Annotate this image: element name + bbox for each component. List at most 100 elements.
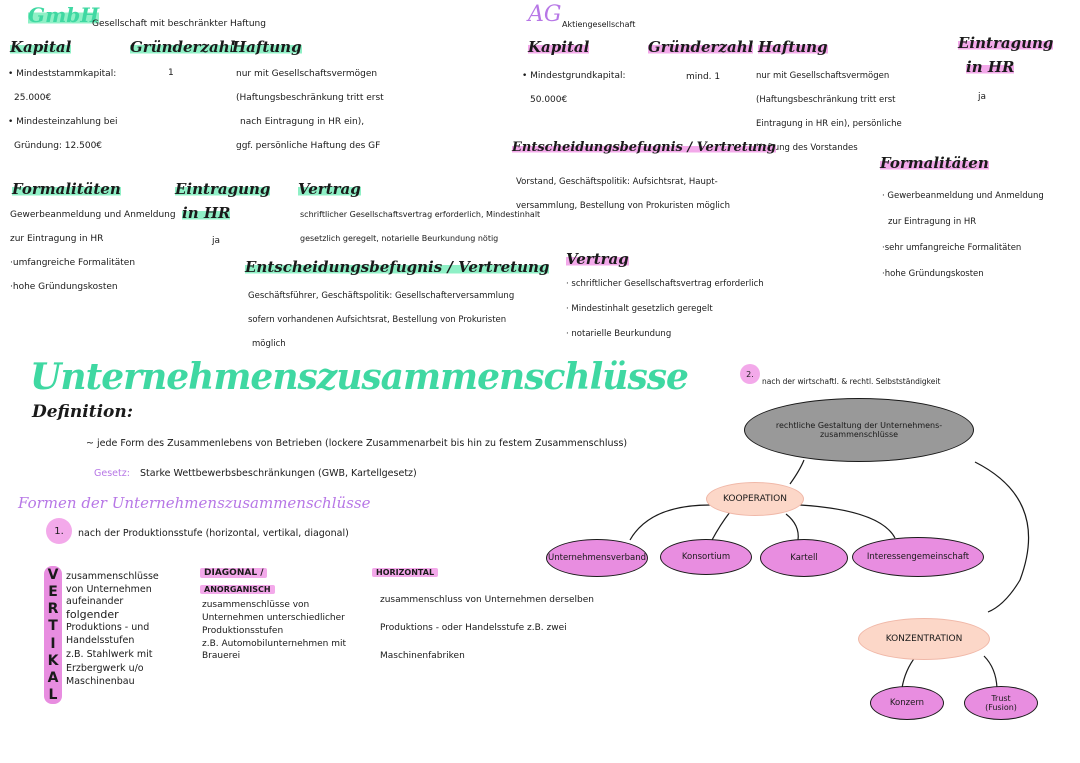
ag-kapital-text: • Mindestgrundkapital: 50.000€: [522, 64, 626, 112]
ag-haftung-heading: Haftung: [758, 38, 828, 56]
trust-node: Trust (Fusion): [964, 686, 1038, 720]
text-line: sofern vorhandenen Aufsichtsrat, Bestell…: [248, 315, 507, 325]
text-line: Handelsstufen: [66, 635, 135, 646]
vertikal-text: zusammenschlüsse von Unternehmen aufeina…: [66, 570, 159, 688]
ag-vertrag-heading: Vertrag: [566, 250, 629, 268]
text-line: Unternehmen unterschiedlicher: [202, 613, 345, 623]
text-line: nach Eintragung in HR ein),: [240, 117, 365, 127]
text-line: (Haftungsbeschränkung tritt erst: [756, 95, 896, 105]
ag-formal-text: · Gewerbeanmeldung und Anmeldung zur Ein…: [882, 183, 1044, 287]
ag-entscheidung-text: Vorstand, Geschäftspolitik: Aufsichtsrat…: [516, 170, 730, 218]
text-line: Haftung des Vorstandes: [756, 143, 858, 153]
ag-eintragung-value: ja: [978, 92, 987, 102]
text-line: Produktions - und: [66, 622, 150, 633]
text-line: zusammenschlüsse von: [202, 600, 310, 610]
text-line: ·umfangreiche Formalitäten: [10, 258, 136, 268]
text-line: ·sehr umfangreiche Formalitäten: [882, 243, 1022, 253]
horizontal-text: zusammenschluss von Unternehmen derselbe…: [380, 586, 594, 670]
text-line: ggf. persönliche Haftung des GF: [236, 141, 381, 151]
text-line: nur mit Gesellschaftsvermögen: [236, 69, 378, 79]
text-line: nur mit Gesellschaftsvermögen: [756, 71, 890, 81]
gmbh-entscheidung-heading: Entscheidungsbefugnis / Vertretung: [245, 258, 550, 276]
vertikal-letter: R: [47, 601, 59, 618]
text-line: Produktions - oder Handelsstufe z.B. zwe…: [380, 623, 567, 633]
ag-formal-heading: Formalitäten: [880, 154, 989, 172]
text-line: Erzbergwerk u/o: [66, 663, 144, 674]
text-line: Eintragung in HR ein), persönliche: [756, 119, 902, 129]
text-line: Gewerbeanmeldung und Anmeldung: [10, 210, 176, 220]
stufe-text: nach der Produktionsstufe (horizontal, v…: [78, 528, 349, 539]
text-line: folgender: [66, 608, 119, 621]
text-line: • Mindestgrundkapital:: [522, 71, 626, 81]
text-line: 50.000€: [530, 95, 568, 105]
gmbh-eintragung-heading-2: in HR: [182, 204, 231, 222]
ag-kapital-heading: Kapital: [528, 38, 590, 56]
interessengemeinschaft-node: Interessengemeinschaft: [852, 537, 984, 577]
ag-entscheidung-heading: Entscheidungsbefugnis / Vertretung: [512, 140, 776, 155]
text-line: · Gewerbeanmeldung und Anmeldung: [882, 191, 1044, 201]
text-line: von Unternehmen: [66, 584, 152, 595]
diagonal-heading-1: DIAGONAL /: [200, 568, 268, 578]
konzentration-node: KONZENTRATION: [858, 618, 990, 660]
gmbh-gruenderzahl-heading: Gründerzahl: [130, 38, 236, 56]
gmbh-vertrag-text: schriftlicher Gesellschaftsvertrag erfor…: [300, 203, 540, 251]
diagram-subtitle: nach der wirtschaftl. & rechtl. Selbstst…: [762, 377, 941, 386]
text-line: z.B. Stahlwerk mit: [66, 649, 153, 660]
gmbh-gruenderzahl-value: 1: [168, 68, 174, 78]
text-line: gesetzlich geregelt, notarielle Beurkund…: [300, 234, 499, 243]
gmbh-eintragung-value: ja: [212, 236, 221, 246]
unternehmensverband-node: Unternehmensverband: [546, 539, 648, 577]
ag-eintragung-heading-1: Eintragung: [958, 34, 1054, 52]
gmbh-kapital-heading: Kapital: [10, 38, 72, 56]
text-line: · notarielle Beurkundung: [566, 329, 672, 339]
ag-eintragung-heading-2: in HR: [966, 58, 1015, 76]
number-badge-2: 2.: [740, 364, 760, 384]
text-line: versammlung, Bestellung von Prokuristen …: [516, 201, 730, 211]
vertikal-letter: T: [48, 618, 58, 635]
ag-haftung-text: nur mit Gesellschaftsvermögen (Haftungsb…: [756, 64, 902, 160]
text-line: zur Eintragung in HR: [10, 234, 104, 244]
vertikal-letter: A: [47, 670, 59, 687]
kartell-node: Kartell: [760, 539, 848, 577]
vertikal-letter: E: [48, 583, 58, 600]
number-badge-1: 1.: [46, 518, 72, 544]
horizontal-heading: HORIZONTAL: [372, 568, 439, 577]
gmbh-entscheidung-text: Geschäftsführer, Geschäftspolitik: Gesel…: [248, 284, 514, 356]
vertikal-letter: L: [48, 687, 58, 704]
text-line: Brauerei: [202, 651, 241, 661]
text-line: zusammenschluss von Unternehmen derselbe…: [380, 595, 594, 605]
text-line: z.B. Automobilunternehmen mit: [202, 639, 346, 649]
ag-gruenderzahl-heading: Gründerzahl: [648, 38, 754, 56]
konzern-node: Konzern: [870, 686, 944, 720]
gesetz-text: Starke Wettbewerbsbeschränkungen (GWB, K…: [140, 468, 417, 479]
text-line: Geschäftsführer, Geschäftspolitik: Gesel…: [248, 291, 515, 301]
text-line: möglich: [252, 339, 286, 349]
text-line: schriftlicher Gesellschaftsvertrag erfor…: [300, 210, 541, 219]
gmbh-eintragung-heading-1: Eintragung: [175, 180, 271, 198]
konsortium-node: Konsortium: [660, 539, 752, 575]
text-line: Maschinenfabriken: [380, 651, 465, 661]
ag-title: AG: [528, 2, 562, 27]
text-line: • Mindesteinzahlung bei: [8, 117, 118, 127]
text-line: · Mindestinhalt gesetzlich geregelt: [566, 304, 713, 314]
ag-gruenderzahl-value: mind. 1: [686, 72, 721, 82]
diagonal-heading-2: ANORGANISCH: [200, 585, 275, 594]
text-line: ·hohe Gründungskosten: [882, 269, 984, 279]
vertikal-letter: I: [50, 635, 56, 652]
definition-heading: Definition:: [32, 402, 134, 422]
text-line: Vorstand, Geschäftspolitik: Aufsichtsrat…: [516, 177, 718, 187]
text-line: Gründung: 12.500€: [14, 141, 103, 151]
gmbh-haftung-text: nur mit Gesellschaftsvermögen (Haftungsb…: [236, 62, 384, 158]
definition-text: ~ jede Form des Zusammenlebens von Betri…: [86, 438, 628, 449]
formen-heading: Formen der Unternehmenszusammenschlüsse: [18, 494, 371, 512]
diagonal-text: zusammenschlüsse von Unternehmen untersc…: [202, 598, 346, 662]
text-line: Produktionsstufen: [202, 626, 284, 636]
gmbh-haftung-heading: Haftung: [232, 38, 302, 56]
vertikal-letter: K: [47, 652, 59, 669]
section-title: Unternehmenszusammenschlüsse: [30, 356, 689, 398]
text-line: aufeinander: [66, 596, 124, 607]
text-line: (Haftungsbeschränkung tritt erst: [236, 93, 384, 103]
kooperation-node: KOOPERATION: [706, 482, 804, 516]
gmbh-title: GmbH: [28, 3, 100, 27]
